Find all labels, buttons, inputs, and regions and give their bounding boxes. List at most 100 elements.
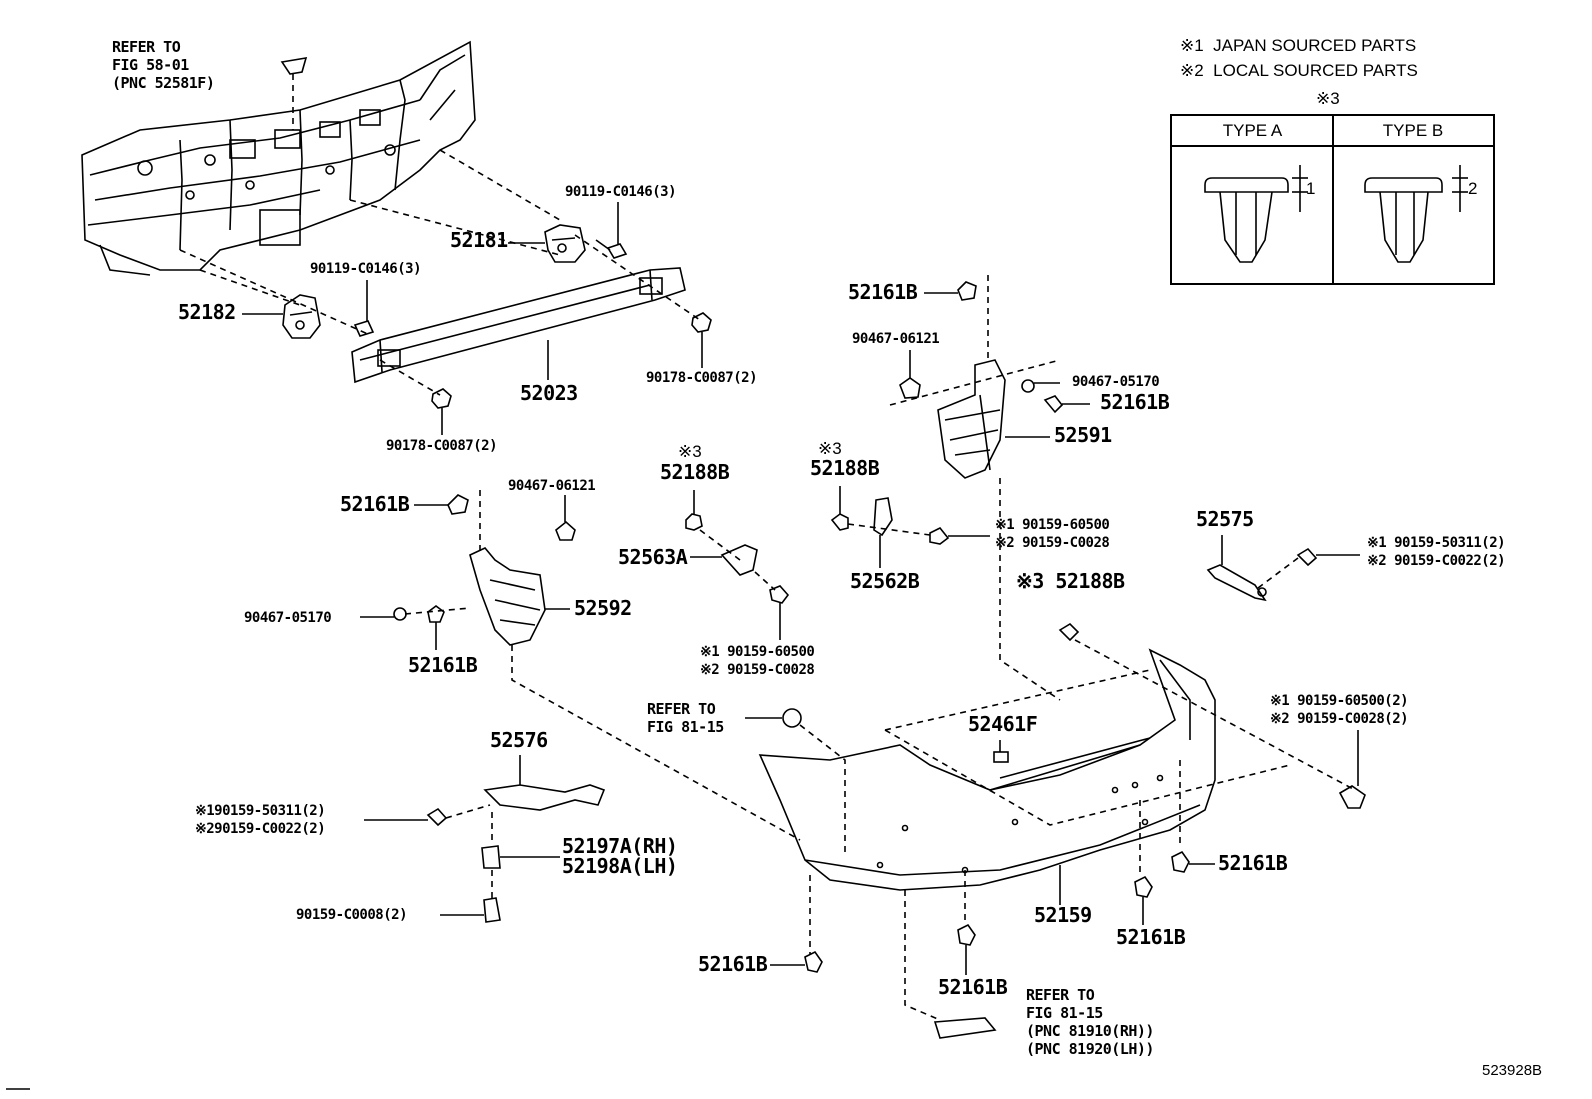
part-90467-06121-left: 90467-06121	[508, 478, 596, 494]
part-90159-60500-right: ※1 90159-60500 ※2 90159-C0028	[995, 517, 1110, 551]
part-90159-60500-left: ※1 90159-60500 ※2 90159-C0028	[700, 644, 815, 678]
note-local-sourced: ※2 LOCAL SOURCED PARTS	[1180, 61, 1418, 80]
clip-type-b-drawing	[1364, 165, 1468, 263]
retainer-52575	[1206, 564, 1267, 602]
part-52188b-left: 52188B	[660, 460, 730, 484]
clip-52161b-bottom-2	[957, 923, 976, 946]
leader-dashed-52563a	[699, 529, 776, 591]
refer-fig-81-15-reflector: REFER TO FIG 81-15 (PNC 81910(RH)) (PNC …	[1026, 986, 1154, 1058]
part-90159-60500-bumper: ※1 90159-60500(2) ※2 90159-C0028(2)	[1270, 693, 1409, 727]
reflector-81910	[933, 1017, 997, 1039]
bracket-52563a	[720, 544, 758, 576]
part-52181: 52181	[450, 228, 508, 252]
refer-fig-81-15-grommet: REFER TO FIG 81-15	[647, 700, 724, 736]
part-90159-50311-left: ※190159-50311(2) ※290159-C0022(2)	[195, 803, 326, 837]
part-52161b-bottom-2: 52161B	[938, 975, 1008, 999]
nut-90178-right	[691, 312, 712, 333]
part-52161b-bottom-3: 52161B	[1116, 925, 1186, 949]
part-90159-c0008: 90159-C0008(2)	[296, 907, 408, 923]
part-52461f: 52461F	[968, 712, 1038, 736]
bracket-52182	[282, 294, 321, 339]
clip-52188b-left	[685, 513, 703, 531]
note-japan-sourced: ※1 JAPAN SOURCED PARTS	[1180, 36, 1417, 55]
part-52159: 52159	[1034, 903, 1092, 927]
part-52197a-52198a: 52197A(RH) 52198A(LH)	[562, 834, 678, 878]
part-52161b-top: 52161B	[848, 280, 918, 304]
legend-type-a: TYPE A	[1172, 116, 1333, 147]
nut-90467-05170-left	[393, 607, 407, 621]
part-52161b-bottom-1: 52161B	[698, 952, 768, 976]
leader-dashed-52576	[445, 804, 491, 819]
leader-dashed-left-bracket	[404, 490, 801, 841]
part-52161b-left-bottom: 52161B	[408, 653, 478, 677]
bracket-52181	[544, 224, 586, 263]
note-type-marker: ※3	[1316, 89, 1340, 108]
bolt-90119-mid	[353, 320, 375, 337]
type3-marker-mid: ※3	[818, 439, 842, 458]
pad-58-01	[280, 57, 308, 75]
clip-52161b-bottom-3	[1134, 875, 1153, 898]
screw-90159-60500-bumper	[1338, 785, 1366, 809]
legend-dim-b: 2	[1468, 179, 1478, 198]
part-52188b-mid: 52188B	[810, 456, 880, 480]
clip-52161b-left-bottom	[427, 605, 445, 623]
clip-52161b-top	[957, 281, 977, 301]
nut-90467-05170-right	[1021, 379, 1035, 393]
bumper-cover-52159	[758, 648, 1216, 891]
leader-dashed-lines-top	[179, 74, 701, 396]
part-52576: 52576	[490, 728, 548, 752]
retainer-52576	[483, 784, 606, 811]
leader-dashed-right-bracket	[889, 275, 1061, 701]
bolt-90119-top	[595, 239, 628, 259]
part-52575: 52575	[1196, 507, 1254, 531]
part-52182: 52182	[178, 300, 236, 324]
part-52592: 52592	[574, 596, 632, 620]
type3-marker-left: ※3	[678, 442, 702, 461]
part-52188b-right: ※3 52188B	[1016, 569, 1125, 593]
clip-52188b-mid	[830, 513, 849, 531]
reinforcement-52023	[351, 267, 686, 384]
nut-90467-06121-left	[555, 520, 576, 541]
bracket-52562b	[873, 497, 893, 537]
part-52023: 52023	[520, 381, 578, 405]
refer-fig-58-01: REFER TO FIG 58-01 (PNC 52581F)	[112, 38, 215, 92]
part-52161b-right: 52161B	[1100, 390, 1170, 414]
screw-90159-c0008	[483, 897, 501, 923]
part-90119-c0146-top: 90119-C0146(3)	[565, 184, 677, 200]
clip-52161b-left-top	[447, 494, 469, 515]
screw-90159-60500-left	[769, 585, 790, 604]
part-90178-c0087-left: 90178-C0087(2)	[386, 438, 498, 454]
clip-52197a	[481, 845, 501, 869]
part-90467-05170-left: 90467-05170	[244, 610, 332, 626]
clip-52161b-bottom-4	[1171, 850, 1190, 873]
leader-dashed-bumper	[799, 669, 1291, 1021]
part-52563a: 52563A	[618, 545, 688, 569]
side-bracket-52592	[469, 547, 546, 646]
figure-reference-code: 523928B	[1482, 1062, 1543, 1079]
screw-90159-50311-right	[1296, 547, 1318, 567]
clip-52161b-bottom-1	[804, 950, 823, 973]
part-90178-c0087-right: 90178-C0087(2)	[646, 370, 758, 386]
part-90467-06121-right: 90467-06121	[852, 331, 940, 347]
part-52161b-left-top: 52161B	[340, 492, 410, 516]
part-52591: 52591	[1054, 423, 1112, 447]
nut-90178-left	[431, 388, 452, 409]
clip-52188b-right	[1058, 622, 1080, 642]
part-90159-50311-right: ※1 90159-50311(2) ※2 90159-C0022(2)	[1367, 535, 1506, 569]
screw-90159-60500-right	[929, 526, 950, 545]
grommet-81-15	[782, 708, 802, 728]
leader-dashed-52562b	[847, 523, 931, 536]
part-90119-c0146-mid: 90119-C0146(3)	[310, 261, 422, 277]
side-bracket-52591	[937, 359, 1006, 479]
clip-52161b-right	[1043, 395, 1064, 414]
screw-90159-50311-left	[426, 807, 448, 827]
leader-dashed-52575	[1257, 557, 1299, 589]
clip-type-legend: TYPE A TYPE B	[1170, 114, 1495, 285]
part-52161b-bottom-4: 52161B	[1218, 851, 1288, 875]
nut-90467-06121-right	[899, 377, 921, 399]
part-90467-05170-right: 90467-05170	[1072, 374, 1160, 390]
clip-type-a-drawing	[1204, 165, 1308, 263]
back-panel-drawing	[81, 40, 476, 276]
part-52562b: 52562B	[850, 569, 920, 593]
